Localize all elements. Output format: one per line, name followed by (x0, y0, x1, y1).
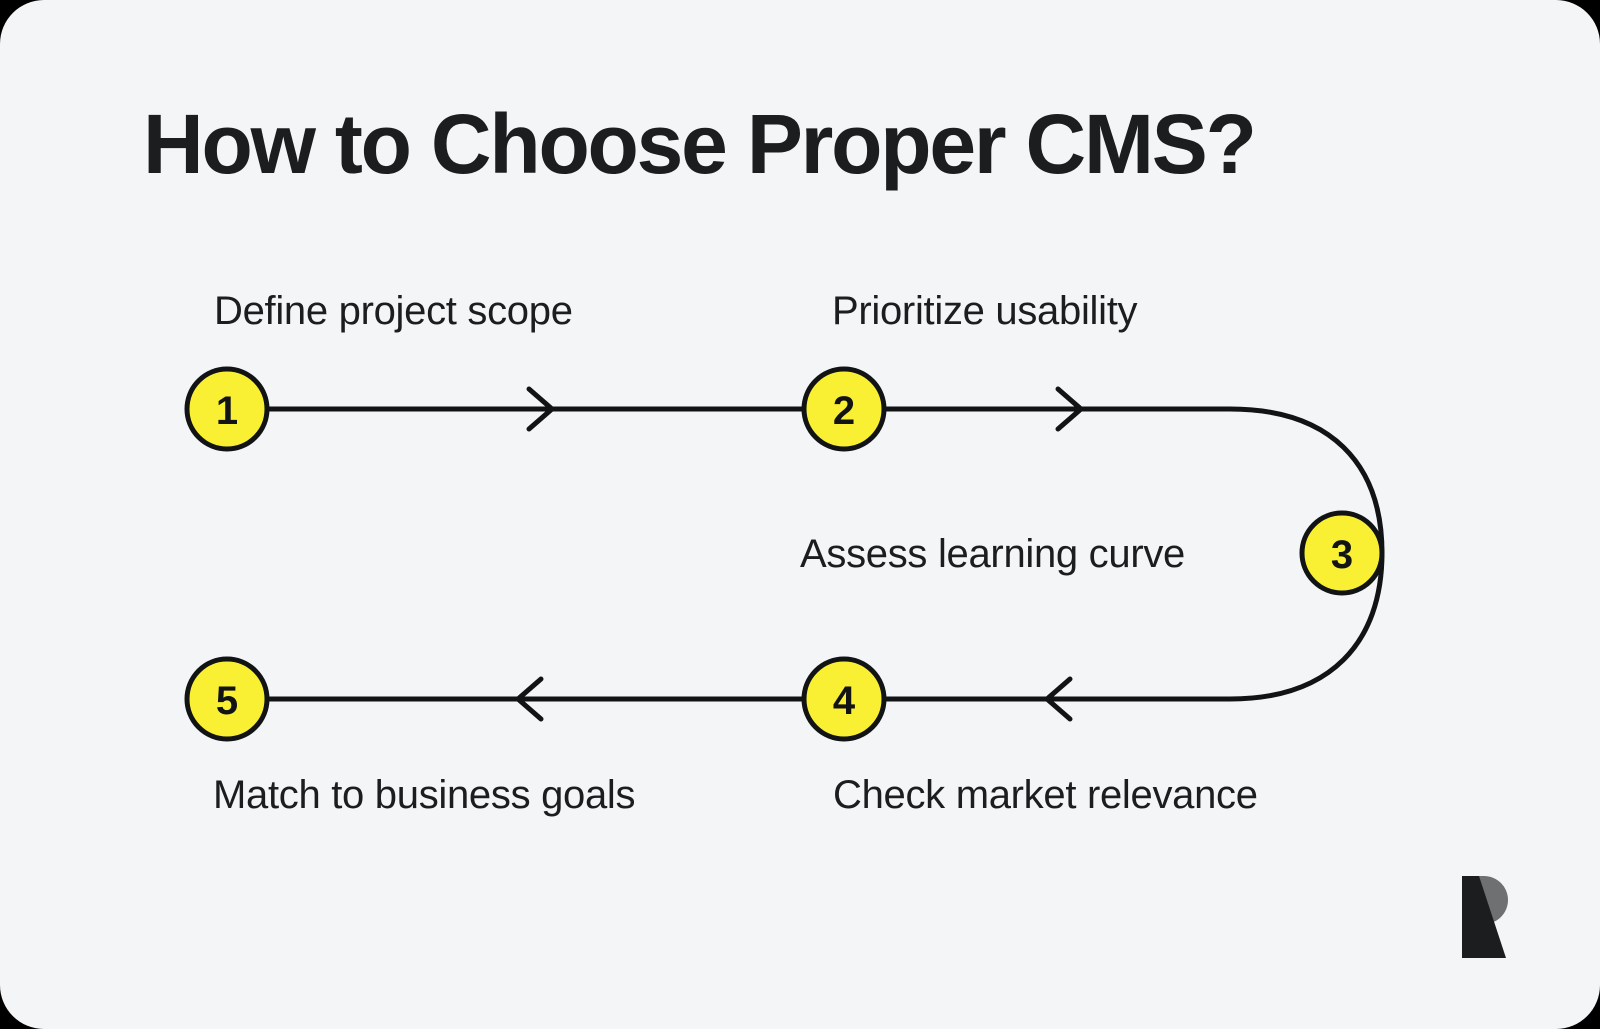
page-title: How to Choose Proper CMS? (143, 97, 1257, 191)
step-node-2[interactable]: 2 (801, 366, 887, 452)
step-number-5: 5 (216, 679, 238, 723)
connector-2-to-3 (879, 406, 1385, 556)
step-label-2: Prioritize usability (832, 289, 1138, 333)
connector-3-to-4 (879, 550, 1385, 702)
step-node-1[interactable]: 1 (184, 366, 270, 452)
step-node-3[interactable]: 3 (1299, 510, 1385, 596)
step-label-4: Check market relevance (833, 773, 1258, 817)
step-node-5[interactable]: 5 (184, 656, 270, 742)
arrowhead-right-2 (1055, 386, 1084, 432)
arrowhead-right-1 (526, 386, 555, 432)
step-label-3: Assess learning curve (800, 532, 1185, 576)
step-node-4[interactable]: 4 (801, 656, 887, 742)
step-number-2: 2 (833, 389, 855, 433)
step-number-3: 3 (1331, 533, 1353, 577)
step-number-1: 1 (216, 389, 238, 433)
step-number-4: 4 (833, 679, 856, 723)
step-label-1: Define project scope (214, 289, 573, 333)
step-label-5: Match to business goals (213, 773, 636, 817)
brand-logo-r-icon (1462, 876, 1508, 958)
arrowhead-left-2 (515, 676, 544, 722)
arrowhead-left-1 (1044, 676, 1073, 722)
